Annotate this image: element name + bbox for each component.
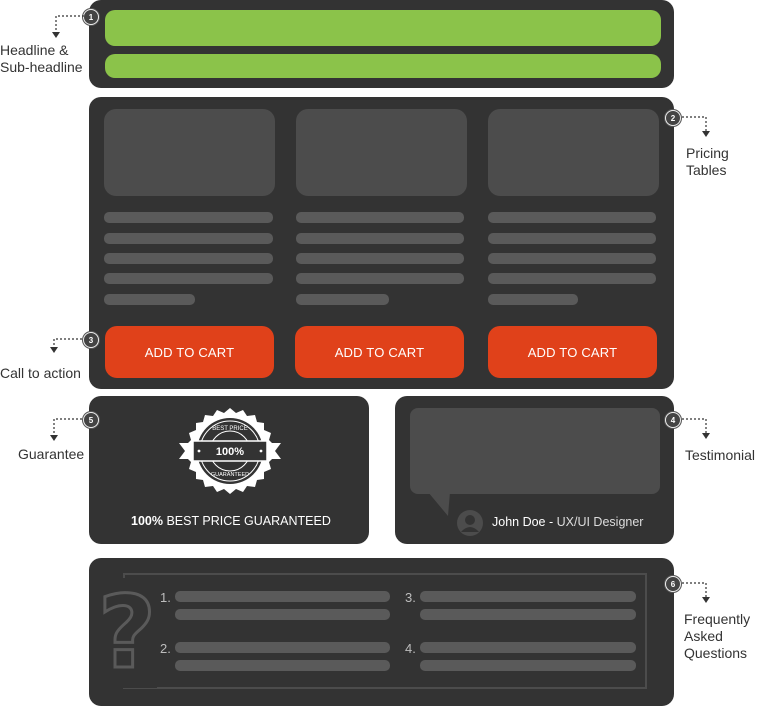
- guarantee-badge: 5: [83, 412, 99, 428]
- guarantee-text-bold: 100%: [131, 514, 163, 528]
- pricing-card-2-line: [296, 212, 464, 223]
- faq-number-3: 3.: [405, 590, 416, 605]
- faq-2-line: [175, 660, 390, 671]
- faq-label: Frequently Asked Questions: [684, 611, 750, 662]
- pricing-card-2-line: [296, 233, 464, 244]
- faq-4-line: [420, 642, 636, 653]
- headline-panel: [89, 0, 674, 88]
- guarantee-text: 100% BEST PRICE GUARANTEED: [131, 514, 331, 528]
- guarantee-seal-icon: BEST PRICE 100% GUARANTEED: [179, 408, 281, 494]
- guarantee-connector: [50, 418, 82, 441]
- pricing-card-2-line: [296, 273, 464, 284]
- sub-headline-bar: [105, 54, 661, 78]
- headline-badge: 1: [83, 9, 99, 25]
- cta-badge: 3: [83, 332, 99, 348]
- faq-label-text: Frequently Asked Questions: [684, 611, 751, 661]
- guarantee-text-rest: BEST PRICE GUARANTEED: [162, 514, 331, 528]
- pricing-label-text: Pricing Tables: [686, 145, 729, 178]
- pricing-card-3-line: [488, 253, 656, 264]
- faq-connector: [682, 582, 710, 603]
- faq-1-line: [175, 609, 390, 620]
- testimonial-badge: 4: [665, 412, 681, 428]
- seal-top-text: BEST PRICE: [212, 426, 248, 432]
- pricing-badge: 2: [665, 110, 681, 126]
- pricing-card-1-line: [104, 212, 273, 223]
- pricing-card-1-line: [104, 294, 195, 305]
- pricing-card-3-line: [488, 273, 656, 284]
- faq-number-4: 4.: [405, 641, 416, 656]
- add-to-cart-button-1[interactable]: ADD TO CART: [105, 326, 274, 378]
- faq-1-line: [175, 591, 390, 602]
- cta-connector: [50, 338, 82, 353]
- author-separator: -: [545, 515, 557, 529]
- faq-number-2: 2.: [160, 641, 171, 656]
- pricing-card-2-line: [296, 294, 389, 305]
- faq-number-1: 1.: [160, 590, 171, 605]
- pricing-card-3-line: [488, 233, 656, 244]
- headline-bar: [105, 10, 661, 46]
- pricing-card-3-line: [488, 212, 656, 223]
- add-to-cart-button-2[interactable]: ADD TO CART: [295, 326, 464, 378]
- author-role: UX/UI Designer: [556, 515, 644, 529]
- faq-2-line: [175, 642, 390, 653]
- faq-3-line: [420, 609, 636, 620]
- pricing-card-3-image: [488, 109, 659, 196]
- faq-panel: ? 1. 2. 3. 4.: [89, 558, 674, 706]
- guarantee-label: Guarantee: [18, 446, 85, 462]
- headline-connector: [52, 15, 84, 38]
- pricing-card-1-line: [104, 253, 273, 264]
- pricing-card-1-line: [104, 233, 273, 244]
- testimonial-panel: John Doe - UX/UI Designer: [395, 396, 674, 544]
- faq-badge: 6: [665, 576, 681, 592]
- pricing-card-3-line: [488, 294, 578, 305]
- testimonial-label: Testimonial: [685, 447, 756, 463]
- pricing-card-1-line: [104, 273, 273, 284]
- cta-label: Call to action: [0, 365, 81, 381]
- headline-label-text: Headline & Sub-headline: [0, 42, 83, 75]
- faq-4-line: [420, 660, 636, 671]
- seal-bottom-text: GUARANTEED: [211, 472, 249, 478]
- question-mark-icon: ?: [96, 574, 157, 691]
- seal-center-text: 100%: [216, 446, 244, 458]
- pricing-panel: ADD TO CART ADD TO CART ADD TO CART: [89, 97, 674, 389]
- pricing-card-2-line: [296, 253, 464, 264]
- author-name: John Doe: [492, 515, 546, 529]
- speech-bubble: [410, 408, 660, 516]
- pricing-card-1-image: [104, 109, 275, 196]
- avatar-icon: [457, 510, 483, 536]
- testimonial-connector: [682, 418, 710, 439]
- pricing-connector: [682, 116, 710, 137]
- pricing-label: Pricing Tables: [686, 145, 729, 179]
- faq-3-line: [420, 591, 636, 602]
- headline-label: Headline & Sub-headline: [0, 42, 83, 76]
- add-to-cart-button-3[interactable]: ADD TO CART: [488, 326, 657, 378]
- pricing-card-2-image: [296, 109, 467, 196]
- guarantee-panel: BEST PRICE 100% GUARANTEED 100% BEST PRI…: [89, 396, 369, 544]
- testimonial-author: John Doe - UX/UI Designer: [492, 515, 643, 529]
